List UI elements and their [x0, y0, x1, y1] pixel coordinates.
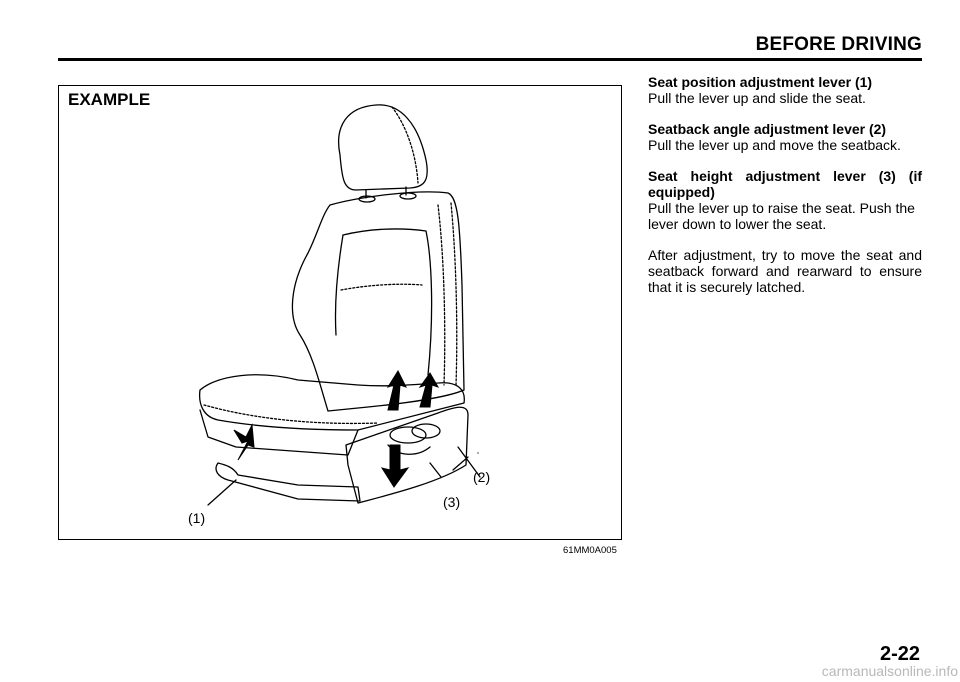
seatback — [291, 191, 465, 412]
instruction-section: Seat position adjustment lever (1) Pull … — [648, 74, 922, 106]
page-number: 2-22 — [879, 643, 920, 665]
arrow-up-icon — [418, 372, 440, 408]
callout-3: (3) — [443, 494, 461, 510]
section-heading: Seatback angle adjustment lever (2) — [648, 121, 887, 137]
seat-rail — [215, 462, 361, 502]
section-body: Pull the lever up and move the seatback. — [648, 137, 901, 153]
watermark: carmanualsonline.info — [821, 663, 958, 679]
seat-side-panel — [345, 406, 469, 504]
figure-code: 61MM0A005 — [563, 545, 617, 556]
figure-frame — [58, 85, 622, 540]
instruction-column: Seat position adjustment lever (1) Pull … — [648, 74, 922, 310]
instruction-section: Seatback angle adjustment lever (2) Pull… — [648, 121, 922, 153]
section-heading: Seat position adjustment lever (1) — [648, 74, 873, 90]
section-body: Pull the lever up and slide the seat. — [648, 90, 866, 106]
seatback-lever — [389, 426, 427, 444]
section-body: Pull the lever up to raise the seat. Pus… — [648, 200, 915, 232]
header-rule — [58, 58, 922, 61]
headrest — [338, 104, 428, 191]
arrow-up-icon — [386, 369, 407, 411]
height-lever — [411, 423, 441, 439]
arrow-down-icon — [380, 444, 410, 488]
callout-1: (1) — [188, 510, 206, 526]
arrow-up-icon — [233, 423, 255, 461]
section-title: BEFORE DRIVING — [755, 34, 922, 55]
closing-paragraph: After adjustment, try to move the seat a… — [648, 247, 922, 295]
figure-label: EXAMPLE — [68, 90, 151, 109]
instruction-section: Seat height adjustment lever (3) (if equ… — [648, 168, 922, 232]
callout-2: (2) — [473, 469, 491, 485]
seat-illustration — [198, 104, 481, 506]
seat-cushion — [198, 374, 465, 431]
section-heading: Seat height adjustment lever (3) (if equ… — [648, 168, 922, 200]
